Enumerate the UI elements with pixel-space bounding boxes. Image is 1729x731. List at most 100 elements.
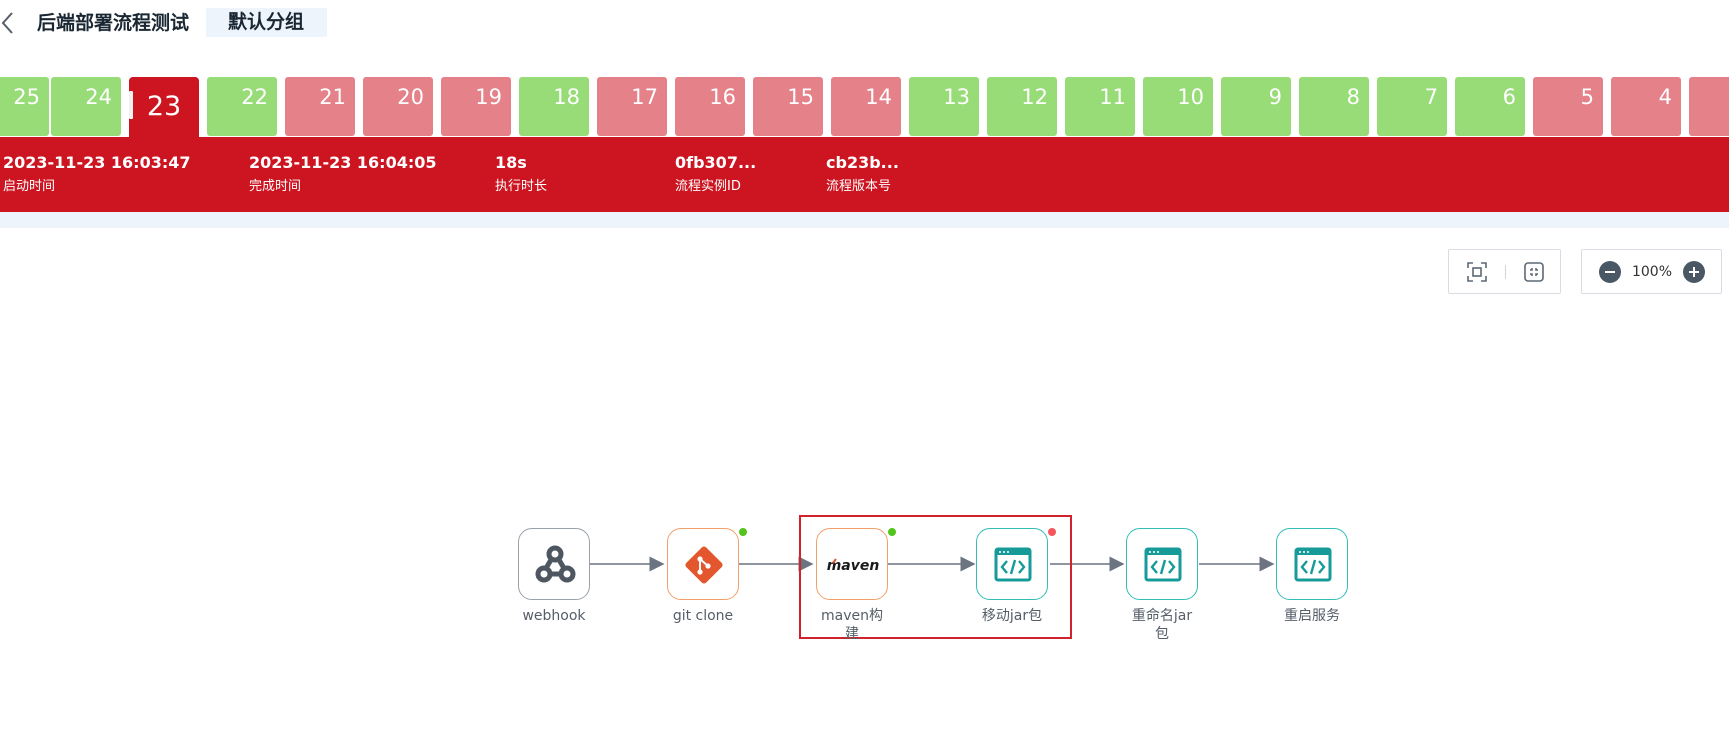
build-tab[interactable]: 18 <box>519 77 589 136</box>
code-window-icon <box>994 547 1032 582</box>
info-value: 0fb307... <box>675 153 757 172</box>
info-label: 启动时间 <box>3 179 56 194</box>
build-tab-number: 7 <box>1424 85 1438 109</box>
build-tab-number: 15 <box>787 85 814 109</box>
build-tab-number: 16 <box>709 85 736 109</box>
compress-icon <box>1524 262 1544 282</box>
pipeline-canvas: webhook git clone maven maven构建 移动jar包 <box>0 500 1729 660</box>
node-move-jar[interactable] <box>976 528 1048 600</box>
node-label: git clone <box>672 608 734 624</box>
build-tab[interactable]: 4 <box>1611 77 1681 136</box>
node-rename-jar[interactable] <box>1126 528 1198 600</box>
info-duration: 18s 执行时长 <box>495 153 547 196</box>
node-label: 重启服务 <box>1284 608 1340 624</box>
tool-divider <box>1505 265 1506 279</box>
info-label: 完成时间 <box>249 179 302 194</box>
webhook-icon <box>535 545 576 583</box>
node-git-clone[interactable] <box>667 528 739 600</box>
minus-icon <box>1605 271 1615 273</box>
back-button[interactable] <box>0 10 18 36</box>
node-label: webhook <box>522 608 586 624</box>
zoom-level: 100% <box>1631 264 1673 280</box>
code-window-icon <box>1294 547 1332 582</box>
build-tab-number: 20 <box>397 85 424 109</box>
build-tab[interactable]: 11 <box>1065 77 1135 136</box>
page-title: 后端部署流程测试 <box>37 12 190 34</box>
build-tab[interactable]: 17 <box>597 77 667 136</box>
build-tab-number: 25 <box>13 85 40 109</box>
build-tab-number: 4 <box>1658 85 1672 109</box>
build-history-tabs: 25 24 23 22 21 20 19 18 17 16 15 14 13 1… <box>0 77 1729 137</box>
build-tab[interactable]: 13 <box>909 77 979 136</box>
group-tag[interactable]: 默认分组 <box>206 8 327 37</box>
info-label: 执行时长 <box>495 179 548 194</box>
node-label: 移动jar包 <box>981 608 1043 624</box>
build-tab-number: 13 <box>943 85 970 109</box>
build-tab[interactable]: 20 <box>363 77 433 136</box>
build-tab-number: 8 <box>1346 85 1360 109</box>
build-tab[interactable]: 8 <box>1299 77 1369 136</box>
build-tab[interactable]: 16 <box>675 77 745 136</box>
info-label: 流程实例ID <box>675 179 741 194</box>
build-tab-number: 23 <box>146 91 182 122</box>
build-tab-number: 19 <box>475 85 502 109</box>
info-version[interactable]: cb23b... 流程版本号 <box>826 153 899 196</box>
build-tab-number: 5 <box>1580 85 1594 109</box>
build-tab[interactable]: 19 <box>441 77 511 136</box>
build-tab[interactable]: 5 <box>1533 77 1603 136</box>
build-tab[interactable]: 9 <box>1221 77 1291 136</box>
actual-size-button[interactable] <box>1523 261 1545 283</box>
build-tab-number: 22 <box>241 85 268 109</box>
build-tab[interactable]: 7 <box>1377 77 1447 136</box>
info-instance-id[interactable]: 0fb307... 流程实例ID <box>675 153 756 196</box>
build-tab[interactable]: 24 <box>51 77 121 136</box>
status-success-dot <box>739 528 747 536</box>
maven-logo-text: maven <box>827 558 880 574</box>
info-label: 流程版本号 <box>826 179 892 194</box>
build-tab[interactable]: 21 <box>285 77 355 136</box>
code-window-icon <box>1144 547 1182 582</box>
build-tab-number: 17 <box>631 85 658 109</box>
active-tab-marker <box>129 91 133 119</box>
build-tab-number: 21 <box>319 85 346 109</box>
view-tools <box>1448 249 1561 294</box>
zoom-controls: 100% <box>1581 249 1722 294</box>
build-tab-number: 14 <box>865 85 892 109</box>
fit-screen-icon <box>1467 262 1487 282</box>
build-tab-number: 24 <box>85 85 112 109</box>
build-tab-number: 18 <box>553 85 580 109</box>
node-webhook[interactable] <box>518 528 590 600</box>
build-tab-number: 6 <box>1502 85 1516 109</box>
build-tab[interactable]: 25 <box>0 77 49 136</box>
build-tab[interactable] <box>1689 77 1729 136</box>
selection-highlight <box>799 515 1072 639</box>
info-value: 2023-11-23 16:04:05 <box>249 153 437 172</box>
zoom-out-button[interactable] <box>1599 261 1621 283</box>
build-tab[interactable]: 6 <box>1455 77 1525 136</box>
chevron-left-icon <box>1 12 13 34</box>
plus-icon <box>1689 267 1699 277</box>
info-value: cb23b... <box>826 153 899 172</box>
node-restart-service[interactable] <box>1276 528 1348 600</box>
build-tab-number: 12 <box>1021 85 1048 109</box>
build-tab[interactable]: 12 <box>987 77 1057 136</box>
build-tab-number: 11 <box>1099 85 1126 109</box>
section-divider <box>0 212 1729 228</box>
build-tab[interactable]: 10 <box>1143 77 1213 136</box>
node-maven-build[interactable]: maven <box>816 528 888 600</box>
build-tab[interactable]: 14 <box>831 77 901 136</box>
status-fail-dot <box>1048 528 1056 536</box>
maven-icon: maven <box>827 558 880 574</box>
build-tab-number: 9 <box>1268 85 1282 109</box>
fit-view-button[interactable] <box>1466 261 1488 283</box>
build-tab[interactable]: 22 <box>207 77 277 136</box>
build-tab-active[interactable]: 23 <box>129 77 199 137</box>
build-info-bar: 2023-11-23 16:03:47 启动时间 2023-11-23 16:0… <box>0 137 1729 212</box>
info-start-time: 2023-11-23 16:03:47 启动时间 <box>3 153 191 196</box>
page-header: 后端部署流程测试 默认分组 <box>0 0 1729 48</box>
build-tab[interactable]: 15 <box>753 77 823 136</box>
zoom-in-button[interactable] <box>1683 261 1705 283</box>
info-value: 2023-11-23 16:03:47 <box>3 153 191 172</box>
info-end-time: 2023-11-23 16:04:05 完成时间 <box>249 153 437 196</box>
build-tab-number: 10 <box>1177 85 1204 109</box>
